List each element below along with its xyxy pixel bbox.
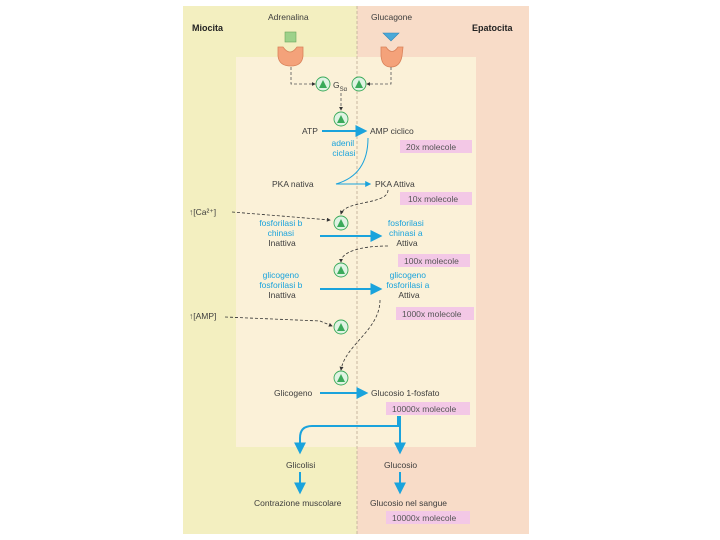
receptor-right-to-gs [366, 67, 392, 86]
atp-label: ATP [302, 126, 318, 136]
phk-to-gp-dashed [339, 245, 389, 263]
pka-to-phk-dashed [339, 189, 389, 215]
myocyte-title: Miocita [192, 23, 224, 33]
amp-modulator-label: ↑[AMP] [189, 311, 216, 321]
g1p-label: Glucosio 1-fosfato [371, 388, 440, 398]
svg-text:1000x molecole: 1000x molecole [402, 309, 462, 319]
calcium-to-phk-dashed [231, 211, 331, 222]
amp-to-gp-dashed [224, 316, 333, 327]
phosphorylase-kinase-enzyme-icon [333, 215, 349, 231]
svg-text:20x molecole: 20x molecole [406, 142, 456, 152]
glycogen-breakdown-enzyme-icon [333, 370, 349, 386]
glucagon-label: Glucagone [371, 12, 412, 22]
pka-active-label: PKA Attiva [375, 179, 415, 189]
cytosol-panel [236, 57, 476, 447]
phk-active-label: fosforilasi chinasi a Attiva [388, 218, 426, 248]
calcium-modulator-label: ↑[Ca²⁺] [189, 207, 216, 217]
phk-inactive-label: fosforilasi b chinasi Inattiva [259, 218, 304, 248]
gp-inactive-label: glicogeno fosforilasi b Inattiva [259, 270, 304, 300]
gs-alpha-left-icon [315, 76, 331, 92]
glycolysis-label: Glicolisi [286, 460, 315, 470]
gs-alpha-label: GSα [333, 80, 348, 93]
svg-text:100x molecole: 100x molecole [404, 256, 459, 266]
amplification-badge-6: 10000x molecole [386, 511, 470, 524]
amplification-badge-2: 10x molecole [400, 192, 472, 205]
camp-label: AMP ciclico [370, 126, 414, 136]
gp-active-label: glicogeno fosforilasi a Attiva [386, 270, 431, 300]
svg-text:10x molecole: 10x molecole [408, 194, 458, 204]
glucagon-receptor-icon [380, 46, 404, 68]
camp-to-pka-curve [335, 137, 372, 187]
glucagon-ligand [382, 32, 400, 42]
g1p-to-glycolysis-arrow [294, 416, 399, 455]
svg-text:10000x molecole: 10000x molecole [392, 404, 457, 414]
beta-adrenergic-receptor-icon [277, 46, 304, 67]
pka-native-label: PKA nativa [272, 179, 314, 189]
gs-alpha-right-icon [351, 76, 367, 92]
amplification-badge-3: 100x molecole [398, 254, 470, 267]
amplification-badge-1: 20x molecole [400, 140, 472, 153]
muscle-contraction-label: Contrazione muscolare [254, 498, 342, 508]
adrenaline-label: Adrenalina [268, 12, 309, 22]
glycogen-phosphorylase-enzyme-icon [333, 262, 349, 278]
svg-text:10000x molecole: 10000x molecole [392, 513, 457, 523]
gp-to-glycogen-dashed [339, 299, 381, 371]
glucose-label: Glucosio [384, 460, 417, 470]
amplification-badge-5: 10000x molecole [386, 402, 470, 415]
gp-amp-activated-icon [333, 319, 349, 335]
amplification-badge-4: 1000x molecole [396, 307, 474, 320]
receptor-left-to-gs [290, 67, 316, 86]
adrenaline-ligand [284, 31, 297, 43]
adenylyl-cyclase-icon [333, 111, 349, 127]
adenylyl-cyclase-label: adenil ciclasi [331, 138, 356, 158]
hepatocyte-title: Epatocita [472, 23, 514, 33]
blood-glucose-label: Glucosio nel sangue [370, 498, 447, 508]
glycogen-label: Glicogeno [274, 388, 313, 398]
